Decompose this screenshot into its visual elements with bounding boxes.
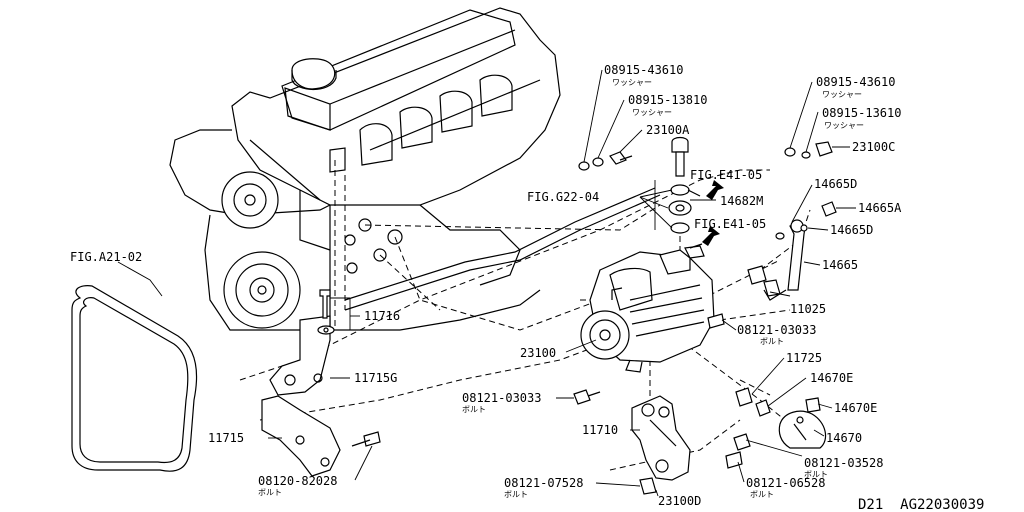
label-08121-03528: 08121-03528 <box>804 456 883 470</box>
engine-block <box>169 7 661 331</box>
arrow-icon-top <box>687 180 724 200</box>
label-11715: 11715 <box>208 431 244 445</box>
compressor-23100 <box>580 245 715 373</box>
sublabel-bolt-2: ボルト <box>462 405 486 414</box>
label-08915-43610-left: 08915-43610 <box>604 63 683 77</box>
label-11715G: 11715G <box>354 371 397 385</box>
label-23100: 23100 <box>520 346 556 360</box>
sublabel-washer-1: ワッシャー <box>612 78 652 87</box>
label-11710: 11710 <box>582 423 618 437</box>
sublabel-washer-4: ワッシャー <box>824 121 864 130</box>
sublabel-bolt-5: ボルト <box>504 490 528 499</box>
label-11025: 11025 <box>790 302 826 316</box>
label-14665D-top: 14665D <box>814 177 857 191</box>
label-14665D-mid: 14665D <box>830 223 873 237</box>
label-08915-13610: 08915-13610 <box>822 106 901 120</box>
label-23100D: 23100D <box>658 494 701 508</box>
label-08915-43610-right: 08915-43610 <box>816 75 895 89</box>
label-14665: 14665 <box>822 258 858 272</box>
part-labels: 08915-43610 ワッシャー 08915-13810 ワッシャー 2310… <box>70 63 984 512</box>
label-08120-82028: 08120-82028 <box>258 474 337 488</box>
sublabel-washer-3: ワッシャー <box>822 90 862 99</box>
label-08121-03033-left: 08121-03033 <box>462 391 541 405</box>
sublabel-bolt-6: ボルト <box>750 490 774 499</box>
label-14670: 14670 <box>826 431 862 445</box>
label-23100A: 23100A <box>646 123 690 137</box>
sublabel-bolt-1: ボルト <box>760 337 784 346</box>
label-fig-e41-05-mid: FIG.E41-05 <box>694 217 766 231</box>
bolt-08121-03033-r <box>707 313 725 329</box>
label-14682M: 14682M <box>720 194 763 208</box>
label-14670E-right: 14670E <box>834 401 877 415</box>
label-23100C: 23100C <box>852 140 895 154</box>
label-fig-g22-04: FIG.G22-04 <box>527 190 599 204</box>
sublabel-washer-2: ワッシャー <box>632 108 672 117</box>
label-08121-07528: 08121-07528 <box>504 476 583 490</box>
idler-14670 <box>735 387 827 449</box>
bracket-11715 <box>261 395 341 477</box>
sublabel-bolt-3: ボルト <box>804 470 828 479</box>
label-fig-a21-02: FIG.A21-02 <box>70 250 142 264</box>
label-14670E-top: 14670E <box>810 371 853 385</box>
label-08915-13810: 08915-13810 <box>628 93 707 107</box>
label-08121-03033-right: 08121-03033 <box>737 323 816 337</box>
label-08121-06528: 08121-06528 <box>746 476 825 490</box>
washers-right <box>784 141 833 159</box>
label-fig-e41-05-top: FIG.E41-05 <box>690 168 762 182</box>
drive-belt <box>71 285 198 472</box>
bolt-08120-82028 <box>351 431 381 447</box>
bracket-11710 <box>631 395 751 495</box>
bolt-11716 <box>317 289 335 335</box>
fitting-stack <box>668 136 692 250</box>
label-14665A: 14665A <box>858 201 902 215</box>
label-11725: 11725 <box>786 351 822 365</box>
leader-lines <box>117 69 856 497</box>
diagram-code: D21 AG22030039 <box>858 497 984 512</box>
sublabel-bolt-4: ボルト <box>258 488 282 497</box>
label-11716: 11716 <box>364 309 400 323</box>
bolt-08121-03033-l <box>573 389 601 405</box>
arrow-icon-mid <box>689 226 720 249</box>
washers-left <box>578 151 633 171</box>
